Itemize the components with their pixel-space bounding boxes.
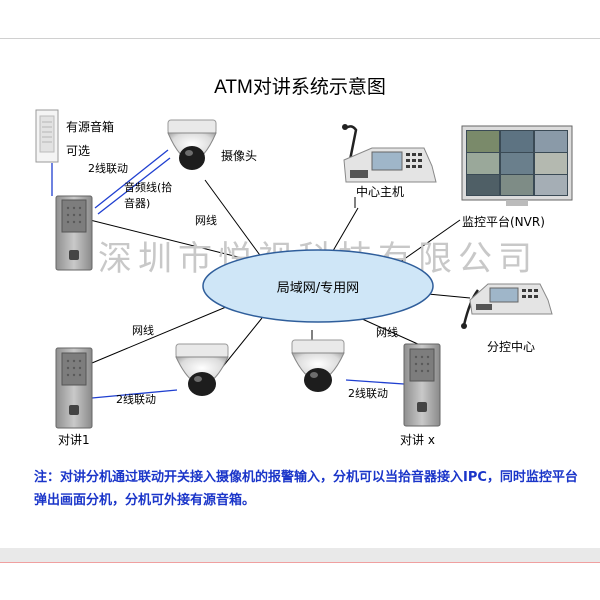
- two-wire-left-line: [91, 389, 178, 399]
- network-cloud: 局域网/专用网: [202, 249, 434, 323]
- branch-label: 分控中心: [487, 339, 535, 354]
- intercom1-icon: [55, 347, 93, 429]
- network-label: 局域网/专用网: [277, 281, 359, 296]
- speaker-optional-label: 可选: [66, 144, 90, 158]
- net-link-intercomx: [359, 317, 421, 346]
- intercomx-label: 对讲 x: [400, 432, 435, 447]
- top-divider: [0, 38, 600, 39]
- net-link-host: [329, 207, 359, 257]
- center-host-label: 中心主机: [356, 184, 404, 199]
- linkage-links: [51, 149, 405, 399]
- two-wire-line-b: [97, 157, 171, 215]
- branch-host-icon: [461, 283, 553, 329]
- camera-right-icon: [291, 339, 345, 392]
- camera-top-icon: [167, 119, 217, 170]
- camera-left-icon: [175, 343, 229, 396]
- intercomx-icon: [403, 343, 441, 427]
- bottom-divider: [0, 562, 600, 563]
- nvr-label: 监控平台(NVR): [462, 214, 545, 229]
- network-links: [81, 179, 471, 381]
- speaker-icon: [35, 109, 59, 163]
- center-host-icon: [342, 124, 437, 183]
- diagram-note: 注：对讲分机通过联动开关接入摄像机的报警输入，分机可以当拾音器接入IPC，同时监…: [34, 470, 578, 508]
- two-wire-left-label: 2线联动: [116, 392, 156, 406]
- net-link-intercom-top: [81, 217, 259, 263]
- nvr-monitor-icon: [461, 125, 573, 206]
- net-label-right: 网线: [376, 325, 398, 339]
- speaker-label: 有源音箱: [66, 119, 114, 134]
- net-link-camera-top: [204, 179, 263, 259]
- net-link-intercom1: [91, 301, 239, 364]
- intercom1-label: 对讲1: [58, 432, 90, 447]
- cloud-shape: [202, 249, 434, 323]
- two-wire-right-line: [345, 379, 405, 385]
- net-label-top: 网线: [195, 213, 217, 227]
- intercom-top-icon: [55, 195, 93, 271]
- camera-label: 摄像头: [221, 148, 257, 163]
- diagram-title: ATM对讲系统示意图: [214, 76, 386, 98]
- audio-line-label-2: 音器): [124, 196, 150, 210]
- net-link-branch: [427, 293, 471, 299]
- two-wire-line-a: [94, 149, 169, 209]
- audio-line-label-1: 音频线(拾: [124, 180, 172, 194]
- bottom-band: [0, 548, 600, 562]
- net-link-nvr: [399, 219, 461, 263]
- net-label-left: 网线: [132, 323, 154, 337]
- two-wire-right-label: 2线联动: [348, 386, 388, 400]
- two-wire-label: 2线联动: [88, 161, 128, 175]
